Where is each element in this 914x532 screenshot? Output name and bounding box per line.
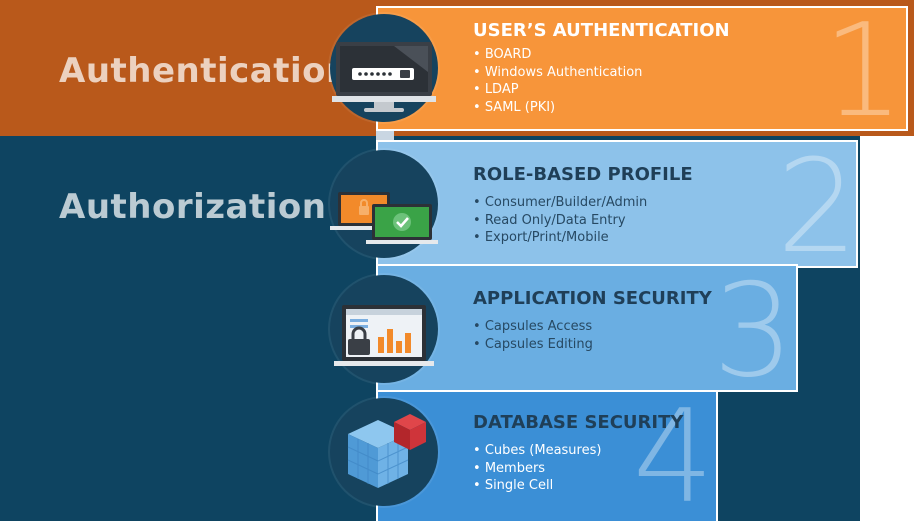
laptops-icon bbox=[330, 150, 438, 258]
list-item: Members bbox=[473, 460, 601, 478]
step-1-title: USER’S AUTHENTICATION bbox=[473, 20, 730, 41]
authentication-label: Authentication bbox=[59, 51, 351, 91]
list-item: Capsules Editing bbox=[473, 336, 593, 354]
step-3-title: APPLICATION SECURITY bbox=[473, 288, 712, 309]
step-1-number: 1 bbox=[822, 0, 904, 146]
laptop-lock-icon bbox=[330, 275, 438, 383]
list-item: Cubes (Measures) bbox=[473, 442, 602, 460]
step-2-number: 2 bbox=[776, 133, 858, 282]
list-item: LDAP bbox=[473, 81, 642, 99]
list-item: Consumer/Builder/Admin bbox=[473, 194, 647, 212]
step-3-panel: 3 APPLICATION SECURITY Capsules Access C… bbox=[376, 264, 798, 396]
step-2-title: ROLE-BASED PROFILE bbox=[473, 164, 693, 185]
step-3-number: 3 bbox=[712, 257, 794, 406]
step-1-list: BOARD Windows Authentication LDAP SAML (… bbox=[473, 46, 643, 117]
authorization-label: Authorization bbox=[59, 187, 327, 227]
step-4-panel: 4 DATABASE SECURITY Cubes (Measures) Mem… bbox=[376, 383, 718, 532]
step-4-list: Cubes (Measures) Members Single Cell bbox=[473, 442, 602, 495]
step-3-list: Capsules Access Capsules Editing bbox=[473, 318, 593, 353]
step-4-number: 4 bbox=[632, 383, 714, 532]
list-item: Single Cell bbox=[473, 477, 601, 495]
list-item: Capsules Access bbox=[473, 318, 593, 336]
list-item: Export/Print/Mobile bbox=[473, 229, 647, 247]
step-2-panel: 2 ROLE-BASED PROFILE Consumer/Builder/Ad… bbox=[376, 140, 858, 272]
step-1-panel: 1 USER’S AUTHENTICATION BOARD Windows Au… bbox=[376, 6, 908, 136]
monitor-password-icon bbox=[330, 14, 438, 122]
list-item: BOARD bbox=[473, 46, 642, 64]
cubes-icon bbox=[330, 398, 438, 506]
list-item: SAML (PKI) bbox=[473, 99, 642, 117]
step-2-list: Consumer/Builder/Admin Read Only/Data En… bbox=[473, 194, 647, 247]
step-4-title: DATABASE SECURITY bbox=[473, 412, 684, 433]
list-item: Read Only/Data Entry bbox=[473, 212, 647, 230]
list-item: Windows Authentication bbox=[473, 64, 643, 82]
